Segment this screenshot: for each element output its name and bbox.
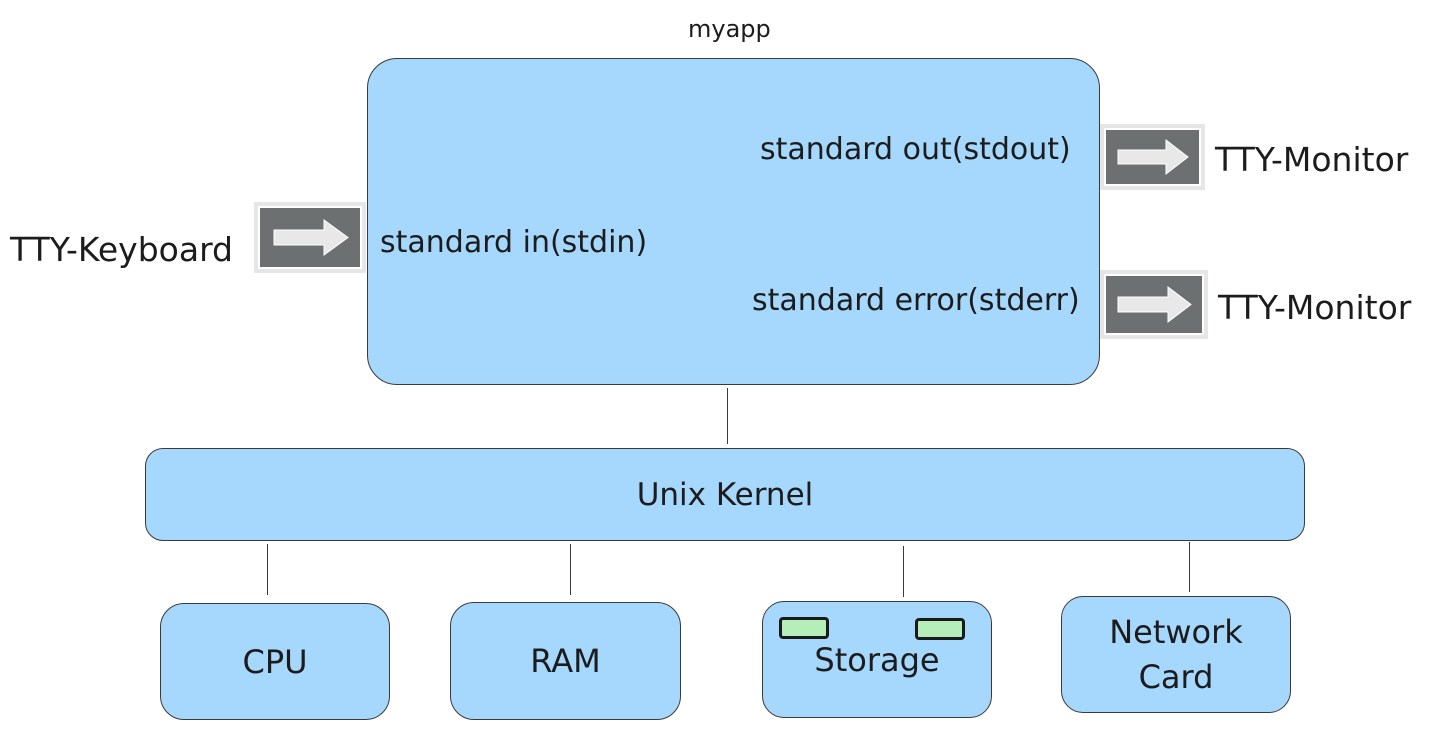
network-card-box: Network Card [1061,596,1291,713]
stdin-label: standard in(stdin) [380,225,648,260]
storage-chip-left [779,617,829,639]
app-kernel-connector [727,388,728,444]
stdout-label: standard out(stdout) [760,132,1071,167]
tty-keyboard-label: TTY-Keyboard [10,230,234,269]
kernel-box: Unix Kernel [145,448,1305,541]
network-label-line2: Card [1138,657,1214,696]
stdin-arrow [254,202,366,273]
kernel-label: Unix Kernel [636,476,814,513]
app-process-box [367,58,1100,385]
network-label-line1: Network [1109,612,1243,651]
stderr-arrow [1100,270,1208,339]
ram-box: RAM [450,602,681,720]
stdout-arrow [1100,124,1205,190]
cpu-connector [267,544,268,595]
tty-monitor-stderr-label: TTY-Monitor [1218,288,1412,327]
app-title: myapp [688,15,771,43]
ram-label: RAM [530,642,601,680]
ram-connector [570,544,571,595]
network-connector [1189,542,1190,592]
right-arrow-icon [1117,285,1192,324]
storage-label: Storage [814,640,940,679]
stderr-label: standard error(stderr) [752,283,1080,318]
storage-connector [903,546,904,597]
storage-chip-right [915,618,965,640]
right-arrow-icon [273,219,349,256]
tty-monitor-stdout-label: TTY-Monitor [1215,140,1409,179]
cpu-label: CPU [242,642,308,681]
right-arrow-icon [1117,138,1189,176]
cpu-box: CPU [160,603,390,720]
